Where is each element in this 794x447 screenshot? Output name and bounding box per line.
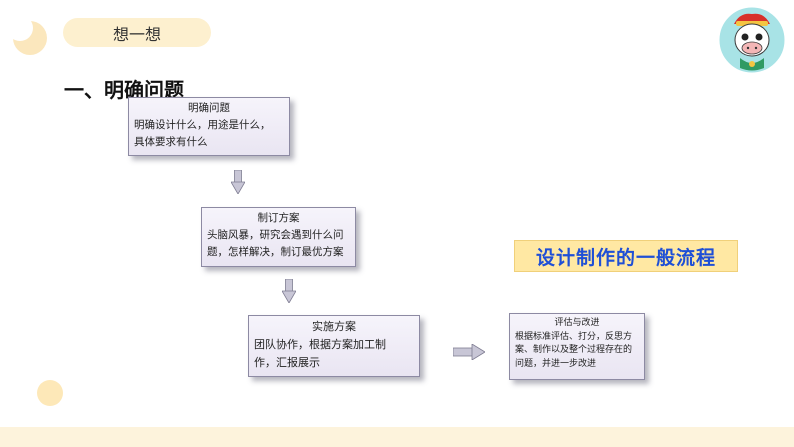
process-banner: 设计制作的一般流程: [514, 240, 738, 272]
step2-line2: 题，怎样解决，制订最优方案: [207, 246, 344, 258]
footer-band: [0, 427, 794, 447]
flow-step-make-plan: 制订方案 头脑风暴，研究会遇到什么问 题，怎样解决，制订最优方案: [201, 207, 356, 267]
step4-line1: 根据标准评估、打分，反思方: [515, 331, 633, 342]
step4-title: 评估与改进: [554, 318, 600, 328]
section-pill-label: 想一想: [112, 24, 161, 44]
decorative-circle-top: [7, 15, 47, 55]
step2-title: 制订方案: [257, 212, 300, 224]
arrow-down-icon: [231, 170, 245, 194]
step2-line1: 头脑风暴，研究会遇到什么问: [207, 229, 344, 241]
process-banner-text: 设计制作的一般流程: [535, 246, 716, 269]
step3-title: 实施方案: [312, 320, 356, 333]
cartoon-cow-mascot-icon: [718, 6, 786, 74]
step4-line3: 问题，并进一步改进: [515, 358, 597, 369]
decorative-circle-bottom: [37, 380, 63, 406]
step1-title: 明确问题: [188, 102, 230, 114]
step4-line2: 案、制作以及整个过程存在的: [515, 345, 633, 355]
flow-step-implement-plan: 实施方案 团队协作，根据方案加工制 作，汇报展示: [248, 315, 420, 377]
flow-step-evaluate-improve: 评估与改进 根据标准评估、打分，反思方 案、制作以及整个过程存在的 问题，并进一…: [509, 313, 645, 380]
step3-line2: 作，汇报展示: [254, 356, 320, 369]
arrow-right-icon: [453, 344, 485, 360]
step1-line1: 明确设计什么，用途是什么，: [134, 119, 271, 131]
arrow-down-icon: [282, 279, 296, 303]
step1-line2: 具体要求有什么: [134, 136, 208, 148]
section-pill: 想一想: [63, 18, 211, 47]
flow-step-define-problem: 明确问题 明确设计什么，用途是什么， 具体要求有什么: [128, 97, 290, 156]
step3-line1: 团队协作，根据方案加工制: [254, 338, 386, 351]
